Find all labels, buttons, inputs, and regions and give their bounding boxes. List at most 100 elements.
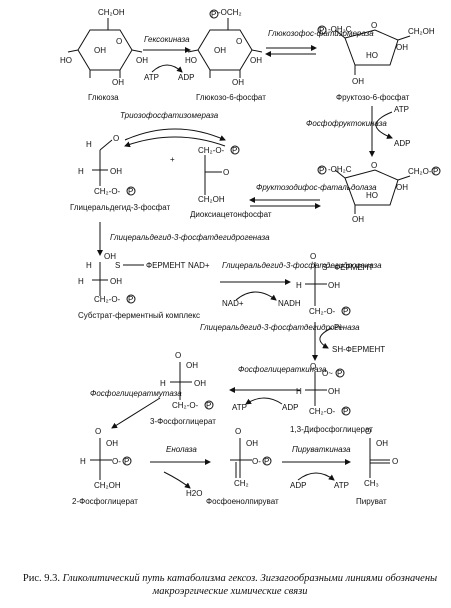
svg-text:HO: HO	[366, 191, 378, 200]
svg-text:OH: OH	[352, 77, 364, 86]
phosphate-icon	[204, 400, 214, 410]
svg-text:CH₂OH: CH₂OH	[198, 195, 225, 204]
g3pdh-label-2: Глицеральдегид-3-фосфатдегидрогеназа	[222, 261, 382, 270]
triose-isomerase-label: Триозофосфатизомераза	[120, 111, 219, 120]
svg-text:O~: O~	[322, 369, 333, 378]
svg-text:OH: OH	[396, 43, 408, 52]
svg-text:ADP: ADP	[290, 481, 306, 490]
svg-text:H: H	[86, 261, 92, 270]
svg-text:OH: OH	[136, 56, 148, 65]
phosphate-icon	[341, 406, 351, 416]
svg-text:S~: S~	[322, 263, 332, 272]
svg-text:OH: OH	[214, 46, 226, 55]
phosphate-icon	[126, 186, 136, 196]
svg-text:CH₂OH: CH₂OH	[98, 8, 125, 17]
g6p-label: Глюкозо-6-фосфат	[196, 93, 266, 102]
aldolase-label: Фруктозодифос-фатальдолаза	[256, 183, 377, 192]
glycolysis-diagram: CH₂OH O HO OH OH OH Глюкоза Гексокиназа …	[60, 8, 441, 506]
g3p-structure	[92, 139, 113, 186]
svg-text:P: P	[128, 295, 133, 304]
phosphate-icon	[126, 294, 136, 304]
svg-text:OH: OH	[104, 252, 116, 261]
svg-text:CH₂OH: CH₂OH	[94, 481, 121, 490]
svg-text:H: H	[80, 457, 86, 466]
glucose-structure	[67, 18, 143, 78]
svg-text:P: P	[319, 166, 324, 175]
phosphate-icon	[209, 9, 219, 19]
svg-text:HO: HO	[185, 56, 197, 65]
hexokinase-label: Гексокиназа	[144, 35, 190, 44]
adp-label: ADP	[178, 73, 194, 82]
pep-label: Фосфоенолпируват	[206, 497, 279, 506]
phosphate-icon	[317, 25, 327, 35]
svg-text:H: H	[78, 167, 84, 176]
svg-text:OH: OH	[186, 361, 198, 370]
pgk-label: Фосфоглицераткиназа	[238, 365, 327, 374]
svg-text:OH: OH	[250, 56, 262, 65]
svg-text:NAD+: NAD+	[188, 261, 210, 270]
svg-text:CH₂OH: CH₂OH	[408, 27, 435, 36]
svg-text:ATP: ATP	[334, 481, 349, 490]
svg-text:CH₂O-: CH₂O-	[408, 167, 432, 176]
svg-text:OH: OH	[106, 439, 118, 448]
svg-text:P: P	[232, 146, 237, 155]
g3p-label: Глицеральдегид-3-фосфат	[70, 203, 171, 212]
bpg-label: 1,3-Дифосфоглицерат	[290, 425, 373, 434]
svg-text:O: O	[116, 37, 122, 46]
glucose-label: Глюкоза	[88, 93, 119, 102]
svg-text:ATP: ATP	[232, 403, 247, 412]
svg-text:ФЕРМЕНТ: ФЕРМЕНТ	[146, 261, 185, 270]
svg-text:O: O	[365, 427, 371, 436]
triose-isomerase-arc	[124, 128, 226, 141]
svg-text:CH₂: CH₂	[234, 479, 249, 488]
svg-text:OH: OH	[246, 439, 258, 448]
phosphate-icon	[431, 166, 441, 176]
mutase-label: Фосфоглицератмутаза	[90, 389, 182, 398]
phosphate-icon	[262, 456, 272, 466]
svg-text:H: H	[160, 379, 166, 388]
svg-text:P: P	[206, 401, 211, 410]
g6p-structure	[187, 18, 263, 78]
caption-text: Гликолитический путь катаболизма гексоз.…	[62, 573, 438, 597]
phosphate-icon	[122, 456, 132, 466]
svg-text:O: O	[113, 134, 119, 143]
svg-text:-OCH₂: -OCH₂	[218, 8, 242, 17]
svg-text:O: O	[235, 427, 241, 436]
svg-text:CH₂-O-: CH₂-O-	[94, 187, 121, 196]
svg-text:ATP: ATP	[394, 105, 409, 114]
svg-text:O: O	[310, 362, 316, 371]
svg-text:O-: O-	[252, 457, 261, 466]
svg-text:ADP: ADP	[394, 139, 410, 148]
phosphate-icon	[335, 368, 345, 378]
svg-text:P: P	[433, 167, 438, 176]
pg3-label: 3-Фосфоглицерат	[150, 417, 216, 426]
pyruvate-label: Пируват	[356, 497, 387, 506]
svg-text:CH₂-O-: CH₂-O-	[94, 295, 121, 304]
pk-label: Пируваткиназа	[292, 445, 351, 454]
svg-text:ADP: ADP	[282, 403, 298, 412]
svg-text:CH₃: CH₃	[364, 479, 379, 488]
f6p-structure	[334, 29, 411, 75]
f16bp-structure	[334, 169, 411, 214]
figure-caption: Рис. 9.3. Гликолитический путь катаболиз…	[20, 572, 440, 598]
pfk-cofactor-arc	[375, 111, 393, 139]
svg-text:O: O	[392, 457, 398, 466]
phosphate-icon	[317, 165, 327, 175]
svg-text:H: H	[86, 140, 92, 149]
svg-text:OH: OH	[376, 439, 388, 448]
svg-text:P: P	[124, 457, 129, 466]
svg-text:O: O	[371, 161, 377, 170]
svg-text:ФЕРМЕНТ: ФЕРМЕНТ	[334, 263, 373, 272]
svg-text:OH: OH	[110, 167, 122, 176]
phosphate-icon	[341, 306, 351, 316]
svg-text:P: P	[337, 369, 342, 378]
svg-text:OH: OH	[328, 281, 340, 290]
svg-text:P: P	[264, 457, 269, 466]
svg-text:HO: HO	[366, 51, 378, 60]
svg-text:O: O	[223, 168, 229, 177]
svg-text:OH: OH	[94, 46, 106, 55]
caption-number: Рис. 9.3.	[22, 573, 60, 584]
svg-text:H: H	[296, 387, 302, 396]
svg-text:HO: HO	[60, 56, 72, 65]
svg-text:CH₂-O-: CH₂-O-	[309, 407, 336, 416]
